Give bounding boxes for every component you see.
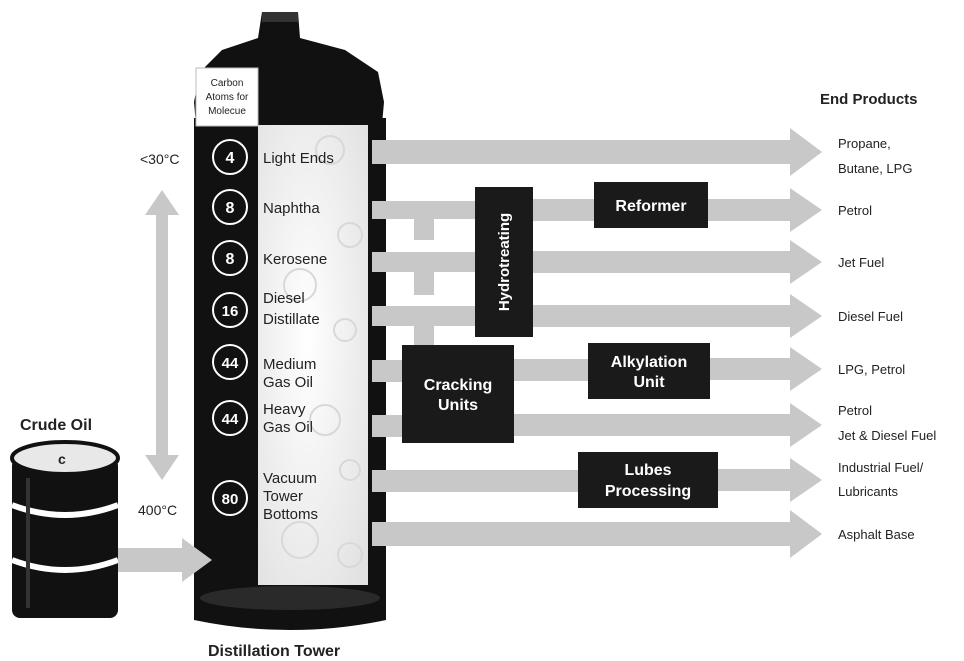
flow-arrow — [514, 403, 822, 447]
product-label: Asphalt Base — [838, 527, 915, 542]
hydrotreating-box — [475, 187, 533, 337]
lubes-label: Lubes — [624, 462, 671, 479]
svg-text:c: c — [58, 451, 66, 467]
crude-oil-barrel: Crude Oil c — [10, 417, 120, 618]
flow-arrow — [708, 188, 822, 232]
carbon-circle: 4 — [212, 139, 248, 175]
fraction-label: Heavy — [263, 401, 306, 418]
flow-arrow — [372, 128, 822, 176]
hydrotreating-label: Hydrotreating — [496, 213, 513, 311]
fraction-label: Light Ends — [263, 150, 334, 167]
flow-arrow — [372, 415, 402, 437]
fraction-label: Gas Oil — [263, 374, 313, 391]
carbon-circle: 80 — [212, 480, 248, 516]
flow-arrow — [718, 458, 822, 502]
lubes-processing-box — [578, 452, 718, 508]
product-label: Propane, — [838, 136, 891, 151]
crude-oil-label: Crude Oil — [20, 417, 92, 434]
carbon-circle: 8 — [212, 240, 248, 276]
flow-arrow — [372, 510, 822, 558]
lubes-label: Processing — [605, 483, 691, 500]
carbon-circle: 44 — [212, 344, 248, 380]
fraction-label: Gas Oil — [263, 419, 313, 436]
fraction-label: Tower — [263, 488, 303, 505]
carbon-circle: 16 — [212, 292, 248, 328]
product-label: Petrol — [838, 203, 872, 218]
tower-interior — [258, 125, 368, 593]
end-products-title: End Products — [820, 91, 918, 108]
temp-bottom-label: 400°C — [138, 502, 177, 518]
connector — [414, 326, 434, 346]
carbon-circles: 4 8 8 16 44 44 80 — [212, 139, 248, 516]
carbon-circle: 44 — [212, 400, 248, 436]
alkylation-label: Unit — [633, 374, 665, 391]
temperature-double-arrow — [145, 190, 179, 480]
product-label: Jet & Diesel Fuel — [838, 428, 936, 443]
alkylation-label: Alkylation — [611, 354, 687, 371]
carbon-header-line-3: Molecue — [208, 106, 246, 117]
fraction-label: Kerosene — [263, 251, 327, 268]
carbon-header-box — [195, 67, 259, 127]
carbon-count: 44 — [222, 411, 239, 428]
process-units: Hydrotreating Reformer Cracking Units Al… — [402, 182, 718, 508]
carbon-count: 4 — [226, 150, 235, 167]
alkylation-unit-box — [588, 343, 710, 399]
connector — [414, 272, 434, 295]
carbon-count: 8 — [226, 251, 235, 268]
cracking-label: Cracking — [424, 377, 492, 394]
tower-bubbles — [281, 135, 363, 568]
carbon-count: 44 — [222, 355, 239, 372]
flow-arrow — [372, 201, 476, 219]
fraction-label: Diesel — [263, 290, 305, 307]
fraction-label: Medium — [263, 356, 316, 373]
carbon-count: 16 — [222, 303, 239, 320]
product-label: LPG, Petrol — [838, 362, 905, 377]
flow-arrow — [532, 240, 822, 284]
carbon-header-line-2: Atoms for — [206, 92, 249, 103]
fraction-label: Distillate — [263, 311, 320, 328]
reformer-box — [594, 182, 708, 228]
cracking-units-box — [402, 345, 514, 443]
product-label: Diesel Fuel — [838, 309, 903, 324]
flow-arrow — [372, 252, 476, 272]
flow-arrow — [514, 359, 588, 381]
product-label: Lubricants — [838, 484, 898, 499]
flow-arrow — [532, 294, 822, 338]
temp-top-label: <30°C — [140, 151, 179, 167]
fraction-label: Naphtha — [263, 200, 320, 217]
product-labels: Propane, Butane, LPG Petrol Jet Fuel Die… — [838, 136, 936, 542]
fraction-label: Vacuum — [263, 470, 317, 487]
product-label: Jet Fuel — [838, 255, 884, 270]
carbon-count: 8 — [226, 200, 235, 217]
carbon-header-line-1: Carbon — [211, 78, 244, 89]
flow-arrow — [532, 199, 594, 221]
feed-arrow — [118, 538, 212, 582]
reformer-label: Reformer — [615, 198, 686, 215]
connector — [414, 219, 434, 240]
fraction-label: Bottoms — [263, 506, 318, 523]
tower-caption: Distillation Tower — [208, 643, 340, 660]
cracking-label: Units — [438, 397, 478, 414]
temperature-scale: <30°C 400°C — [138, 151, 179, 518]
carbon-circle: 8 — [212, 189, 248, 225]
flow-arrow — [372, 306, 476, 326]
flow-arrow — [710, 347, 822, 391]
carbon-count: 80 — [222, 491, 239, 508]
product-label: Industrial Fuel/ — [838, 460, 924, 475]
flow-arrow — [372, 470, 578, 492]
fraction-labels: Light Ends Naphtha Kerosene Diesel Disti… — [263, 150, 334, 523]
flow-arrows — [372, 128, 822, 558]
product-label: Butane, LPG — [838, 161, 912, 176]
flow-arrow — [372, 360, 402, 382]
product-label: Petrol — [838, 403, 872, 418]
